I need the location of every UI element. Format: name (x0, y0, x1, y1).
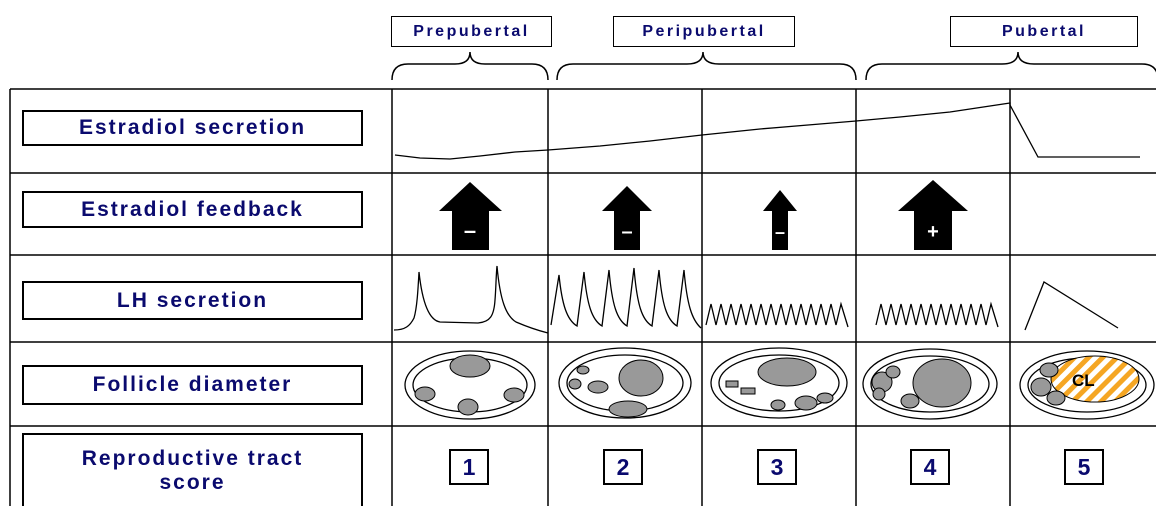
row-label-reproductive-tract-score: Reproductive tract score (22, 433, 363, 506)
ovary-2 (558, 347, 692, 419)
feedback-sign-4: + (927, 221, 939, 243)
row-label-follicle-diameter: Follicle diameter (22, 365, 363, 405)
row-label-lh-secretion: LH secretion (22, 281, 363, 320)
lh-pulse-peripubertal-1 (550, 267, 702, 329)
ovary-5 (1019, 350, 1155, 420)
ovary-4 (862, 348, 998, 420)
ovary-3 (710, 347, 848, 419)
brace-peripubertal (556, 51, 857, 81)
stage-label-prepubertal: Prepubertal (391, 16, 552, 47)
brace-pubertal (865, 51, 1156, 81)
table-grid (9, 88, 1156, 506)
ovary-1 (404, 350, 536, 420)
stage-label-peripubertal: Peripubertal (613, 16, 795, 47)
row-label-estradiol-secretion: Estradiol secretion (22, 110, 363, 146)
lh-pulse-peripubertal-2 (705, 301, 849, 328)
stage-label-pubertal: Pubertal (950, 16, 1138, 47)
feedback-arrow-1 (439, 182, 502, 250)
corpus-luteum-label: CL (1072, 371, 1095, 390)
feedback-sign-2: – (621, 221, 632, 243)
estradiol-secretion-curve (394, 102, 1140, 160)
feedback-arrow-3 (763, 190, 797, 250)
corpus-luteum (1050, 355, 1140, 403)
score-box-5: 5 (1064, 449, 1104, 485)
feedback-sign-3: – (775, 222, 785, 242)
score-box-4: 4 (910, 449, 950, 485)
score-box-1: 1 (449, 449, 489, 485)
lh-pulse-prepubertal (393, 265, 549, 334)
feedback-arrow-2 (602, 186, 652, 250)
brace-prepubertal (391, 51, 549, 81)
lh-surge (1024, 281, 1119, 331)
feedback-arrow-4 (898, 180, 968, 250)
score-box-3: 3 (757, 449, 797, 485)
lh-secretion-curves (393, 265, 1119, 334)
lh-pulse-pubertal-early (875, 301, 999, 328)
score-box-2: 2 (603, 449, 643, 485)
feedback-sign-1: – (464, 218, 476, 243)
row-label-estradiol-feedback: Estradiol feedback (22, 191, 363, 228)
